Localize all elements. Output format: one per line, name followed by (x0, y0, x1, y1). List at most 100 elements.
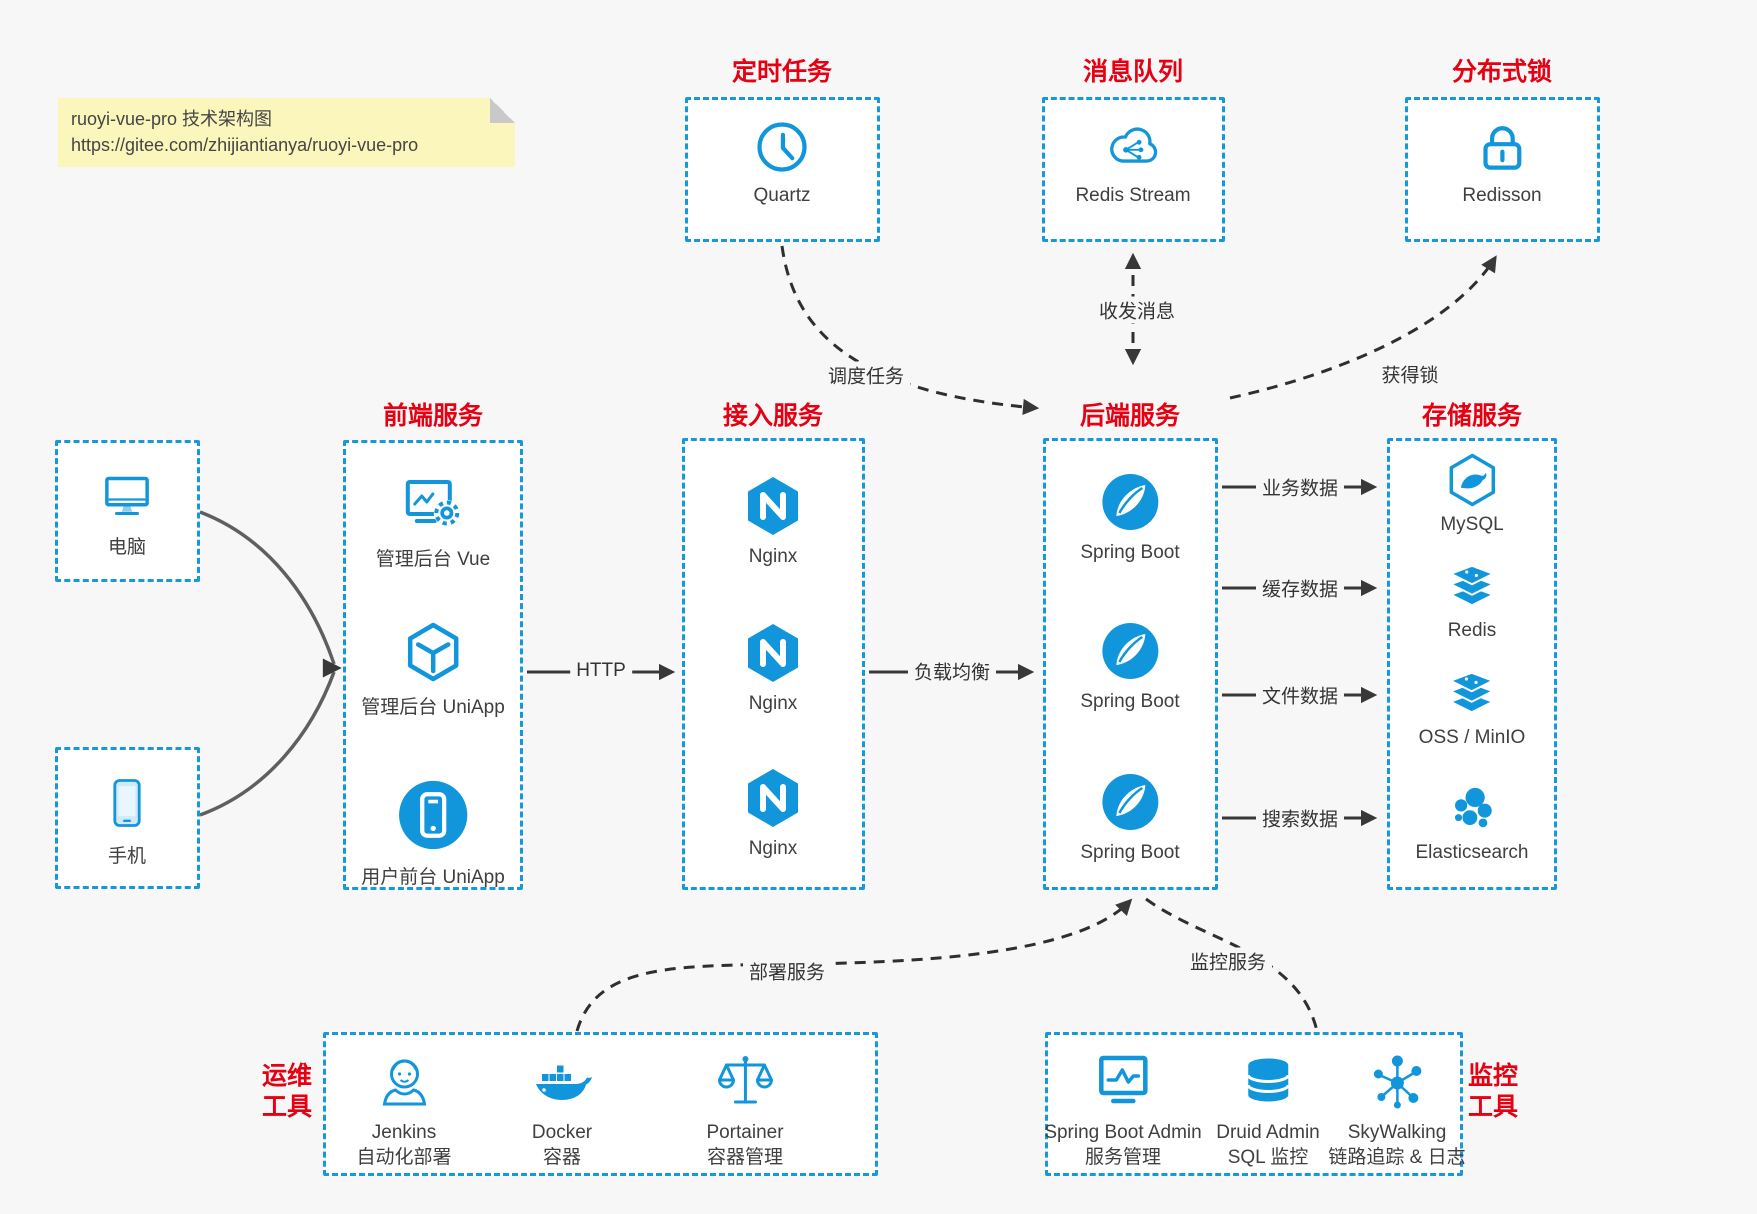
topology-icon (1365, 1050, 1429, 1114)
node-docker: Docker 容器 (530, 1050, 594, 1170)
node-user-uniapp: 用户前台 UniApp (361, 776, 505, 889)
group-title-message-queue: 消息队列 (1082, 58, 1184, 86)
elasticsearch-icon (1444, 780, 1500, 836)
node-desc: 容器管理 (706, 1147, 784, 1168)
node-redisson: Redisson (1462, 117, 1542, 207)
node-label: 管理后台 UniApp (361, 697, 505, 718)
node-nginx-3: Nginx (741, 766, 805, 860)
desktop-icon (99, 468, 155, 524)
edge-label-schedule-task: 调度任务 (821, 361, 911, 389)
column-title-frontend: 前端服务 (382, 402, 484, 430)
node-jenkins: Jenkins 自动化部署 (356, 1050, 452, 1170)
node-label: OSS / MinIO (1418, 727, 1526, 748)
node-label: Spring Boot (1080, 542, 1180, 563)
spring-boot-icon (1098, 470, 1162, 534)
monitor-tools-label: 监控 工具 (1468, 1061, 1518, 1123)
node-label: Nginx (748, 693, 798, 714)
edge-label-monitor: 监控服务 (1183, 947, 1273, 975)
edge-label-acquire-lock: 获得锁 (1375, 360, 1445, 388)
edge-computer-frontend (199, 510, 336, 665)
edge-label-file-data: 文件数据 (1255, 681, 1345, 709)
node-admin-uniapp: 管理后台 UniApp (361, 620, 505, 719)
edge-label-search-data: 搜索数据 (1255, 804, 1345, 832)
node-label: Redisson (1462, 185, 1542, 206)
node-label: MySQL (1440, 514, 1504, 535)
node-label: 手机 (107, 846, 146, 867)
edge-label-load-balance: 负载均衡 (907, 657, 997, 685)
node-mysql: MySQL (1440, 452, 1504, 536)
docker-icon (530, 1050, 594, 1114)
node-spring-boot-1: Spring Boot (1080, 470, 1180, 564)
smartphone-icon (97, 773, 157, 833)
node-label: Spring Boot (1080, 842, 1180, 863)
node-nginx-1: Nginx (741, 474, 805, 568)
node-name: Druid Admin (1216, 1122, 1320, 1143)
node-nginx-2: Nginx (741, 621, 805, 715)
spring-boot-icon (1098, 770, 1162, 834)
screen-gear-icon (401, 472, 465, 536)
node-computer: 电脑 (99, 468, 155, 559)
node-label: Nginx (748, 546, 798, 567)
column-title-storage: 存储服务 (1421, 402, 1523, 430)
edge-label-business-data: 业务数据 (1255, 473, 1345, 501)
edge-label-deploy: 部署服务 (742, 957, 832, 985)
node-name: Spring Boot Admin (1044, 1122, 1202, 1143)
edge-deploy-line (575, 898, 1133, 1032)
node-elasticsearch: Elasticsearch (1416, 780, 1529, 864)
node-desc: 自动化部署 (356, 1147, 452, 1168)
monitor-tools-label-line1: 监控 (1467, 1062, 1519, 1090)
portainer-scales-icon (713, 1050, 777, 1114)
sticky-note: ruoyi-vue-pro 技术架构图 https://gitee.com/zh… (58, 98, 515, 167)
monitor-pulse-icon (1091, 1050, 1155, 1114)
node-name: Jenkins (371, 1122, 437, 1143)
node-label: Nginx (748, 838, 798, 859)
cube-icon (401, 620, 465, 684)
node-spring-boot-3: Spring Boot (1080, 770, 1180, 864)
column-title-access: 接入服务 (722, 402, 824, 430)
nginx-icon (741, 766, 805, 830)
node-label: Redis Stream (1075, 185, 1191, 206)
node-redis: Redis (1444, 558, 1500, 642)
spring-boot-icon (1098, 619, 1162, 683)
nginx-icon (741, 621, 805, 685)
mobile-app-icon (394, 776, 472, 854)
clock-icon (752, 117, 812, 177)
node-label: Redis (1447, 620, 1497, 641)
redis-stack-icon (1444, 558, 1500, 614)
node-name: SkyWalking (1347, 1122, 1447, 1143)
node-label: Quartz (753, 185, 811, 206)
mysql-icon (1444, 452, 1500, 508)
jenkins-icon (372, 1050, 436, 1114)
ops-tools-label-line1: 运维 (261, 1062, 313, 1090)
node-druid-admin: Druid Admin SQL 监控 (1216, 1050, 1320, 1170)
redis-stream-box (1042, 97, 1225, 242)
redisson-box (1405, 97, 1600, 242)
node-desc: 容器 (542, 1147, 581, 1168)
node-desc: 服务管理 (1084, 1147, 1161, 1168)
node-skywalking: SkyWalking 链路追踪 & 日志 (1328, 1050, 1466, 1170)
nginx-icon (741, 474, 805, 538)
monitor-tools-label-line2: 工具 (1467, 1093, 1519, 1121)
group-title-distributed-lock: 分布式锁 (1451, 58, 1553, 86)
ops-tools-label: 运维 工具 (262, 1061, 312, 1123)
node-label: 管理后台 Vue (375, 549, 491, 570)
lock-icon (1472, 117, 1532, 177)
node-label: 用户前台 UniApp (361, 867, 505, 888)
node-label: Spring Boot (1080, 691, 1180, 712)
note-title: ruoyi-vue-pro 技术架构图 (71, 109, 273, 129)
group-title-scheduled-task: 定时任务 (731, 58, 833, 86)
edge-label-message: 收发消息 (1092, 296, 1182, 324)
node-oss-minio: OSS / MinIO (1418, 665, 1526, 749)
message-cloud-icon (1103, 117, 1163, 177)
storage-stack-icon (1444, 665, 1500, 721)
ops-tools-label-line2: 工具 (261, 1093, 313, 1121)
database-icon (1236, 1050, 1300, 1114)
node-label: 电脑 (107, 537, 146, 558)
node-redis-stream: Redis Stream (1075, 117, 1191, 207)
node-spring-boot-admin: Spring Boot Admin 服务管理 (1044, 1050, 1202, 1170)
node-portainer: Portainer 容器管理 (706, 1050, 784, 1170)
node-name: Portainer (706, 1122, 784, 1143)
node-label: Elasticsearch (1415, 842, 1529, 863)
node-quartz: Quartz (752, 117, 812, 207)
